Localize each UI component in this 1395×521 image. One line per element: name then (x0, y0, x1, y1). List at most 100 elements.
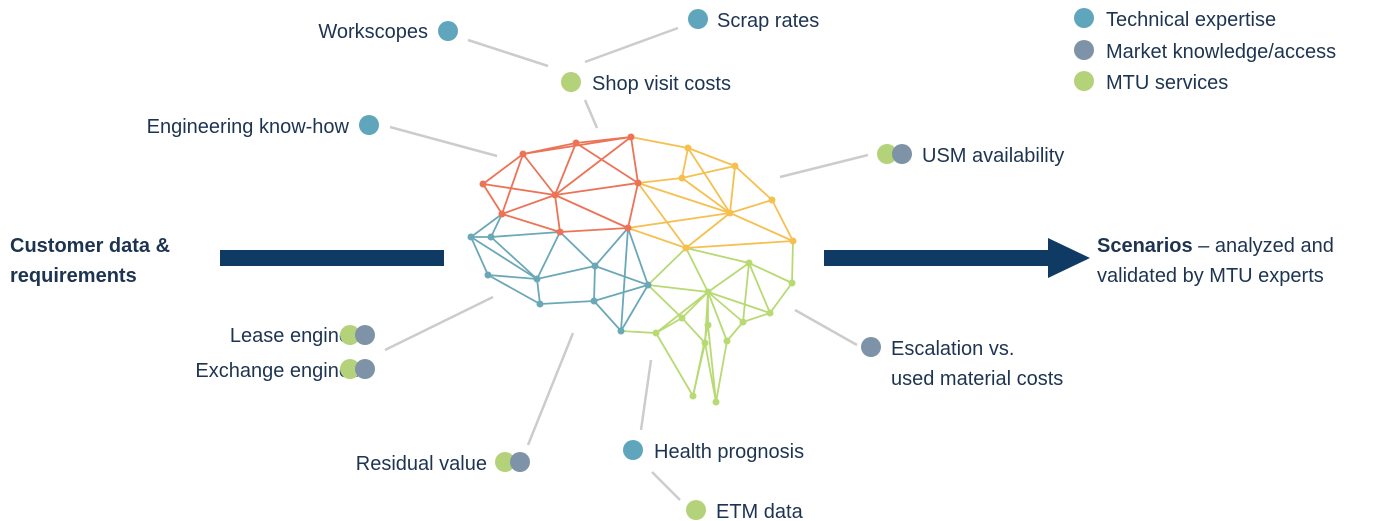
exchange-mtu-dot (340, 359, 360, 379)
brain-green-edge (715, 340, 728, 403)
brain-yellow-edge (627, 227, 687, 249)
brain-green-edge (647, 247, 687, 286)
input-label-line1: Customer data & (10, 235, 170, 257)
brain-yellow-edge (637, 177, 683, 184)
input-bar (220, 250, 444, 266)
brain-red-edge (630, 136, 639, 184)
brain-yellow-edge (729, 212, 794, 242)
brain-blue-edge (536, 231, 561, 280)
engineering-technical-dot (359, 115, 379, 135)
leader-scrap-rates (584, 26, 679, 64)
brain-green-edge (620, 330, 657, 334)
brain-node (551, 191, 559, 199)
brain-node (704, 288, 712, 296)
brain-yellow-edge (734, 165, 773, 201)
output-label-line2: validated by MTU experts (1097, 265, 1324, 287)
brain-blue-edge (487, 274, 538, 280)
shop-visit-mtu-dot (561, 72, 581, 92)
brain-green-edge (655, 291, 709, 334)
output-bold: Scenarios (1097, 235, 1193, 257)
legend-technical-dot (1074, 8, 1094, 28)
brain-node (723, 337, 731, 345)
residual-mtu-dot (495, 452, 515, 472)
output-arrow-head (1048, 238, 1090, 278)
legend-market-label: Market knowledge/access (1106, 41, 1336, 63)
input-label-line2: requirements (10, 265, 137, 287)
health-prognosis-label: Health prognosis (654, 441, 804, 463)
brain-green-edge (707, 291, 728, 342)
brain-red-edge (482, 183, 503, 215)
workscopes-technical-dot (438, 21, 458, 41)
brain-green-edge (791, 240, 794, 284)
brain-blue-edge (470, 236, 489, 276)
legend-market-dot (1074, 40, 1094, 60)
brain-node (745, 259, 753, 267)
brain-nodes (467, 133, 797, 406)
brain-node (689, 392, 697, 400)
brain-blue-edge (470, 236, 538, 280)
brain-yellow-edge (729, 165, 736, 214)
brain-node (739, 318, 747, 326)
brain-red-edge (501, 194, 556, 215)
brain-node (726, 209, 734, 217)
escalation-label-line1: Escalation vs. (891, 338, 1014, 360)
brain-yellow-edge (681, 147, 689, 179)
lease-mtu-dot (340, 325, 360, 345)
brain-green-edge (707, 291, 744, 323)
brain-node (731, 162, 739, 170)
brain-yellow-edge (685, 212, 731, 249)
brain-node (634, 179, 642, 187)
brain-green-edge (647, 284, 683, 319)
scrap-rates-label: Scrap rates (717, 10, 819, 32)
brain-node (484, 271, 492, 279)
brain-yellow-edge (687, 147, 731, 214)
lease-market-dot (355, 325, 375, 345)
legend: Technical expertise Market knowledge/acc… (1074, 8, 1336, 94)
residual-value-label: Residual value (356, 453, 487, 475)
brain-blue-edge (536, 265, 596, 280)
brain-red-edge (554, 194, 629, 229)
exchange-engines-label: Exchange engines (195, 360, 360, 382)
usm-market-dot (892, 144, 912, 164)
brain-green-edge (685, 247, 709, 293)
brain-red-edge (554, 142, 577, 196)
brain-green-edge (726, 321, 744, 342)
output-label-line1: Scenarios – analyzed and (1097, 235, 1334, 257)
leader-residual (526, 332, 575, 446)
brain-blue-edge (627, 227, 649, 286)
brain-node (533, 275, 541, 283)
brain-blue-edge (593, 300, 622, 332)
brain-green-edge (681, 291, 709, 319)
brain-red-edge (554, 136, 632, 196)
brain-yellow-edge (630, 136, 689, 149)
brain-node (479, 180, 487, 188)
brain-blue-edge (536, 278, 541, 305)
brain-green-edge (685, 247, 750, 264)
brain-yellow-edge (687, 147, 736, 167)
brain-node (652, 329, 660, 337)
brain-node (556, 228, 564, 236)
health-technical-dot (623, 440, 643, 460)
brain-green-edge (647, 284, 709, 293)
workscopes-label: Workscopes (318, 21, 428, 43)
etm-mtu-dot (686, 500, 706, 520)
brain-green-edge (742, 262, 750, 323)
legend-mtu-label: MTU services (1106, 72, 1228, 94)
leader-lease (384, 295, 494, 352)
brain-node (768, 196, 776, 204)
brain-green-edge (655, 332, 694, 397)
brain-node (766, 309, 774, 317)
brain-red-edge (559, 227, 629, 233)
brain-blue-edge (559, 231, 596, 267)
brain-yellow-edge (771, 199, 794, 242)
brain-node (624, 224, 632, 232)
brain-blue-edge (593, 284, 649, 302)
brain-red-edge (554, 194, 561, 233)
brain-red-edge (482, 153, 524, 185)
brain-node (704, 321, 712, 329)
scrap-rates-technical-dot (688, 9, 708, 29)
leader-workscopes (467, 38, 549, 68)
brain-node (627, 133, 635, 141)
brain-node (678, 314, 686, 322)
brain-node (572, 139, 580, 147)
